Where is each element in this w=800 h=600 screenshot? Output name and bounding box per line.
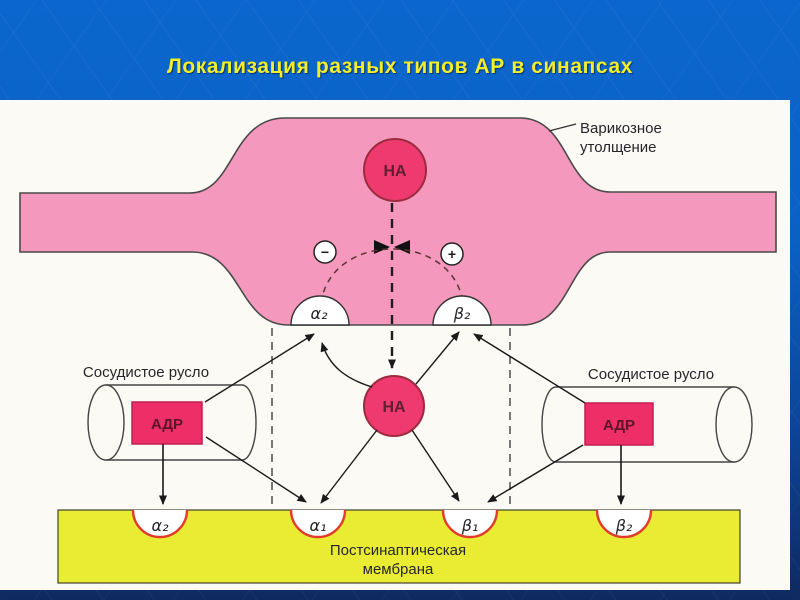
adr-left-to-alpha1-post-arrow (205, 436, 307, 503)
minus-badge-label: − (321, 244, 329, 260)
postsynaptic-membrane-label-line1: Постсинаптическая (330, 542, 466, 559)
modulation-arrowhead-left (374, 240, 390, 254)
vessel-right-label: Сосудистое русло (588, 366, 714, 383)
na-cleft-label: НА (382, 399, 406, 416)
alpha1-postsynaptic-receptor: α₁ (289, 509, 347, 539)
alpha1-postsynaptic-label: α₁ (310, 516, 327, 535)
alpha2-postsynaptic-receptor: α₂ (131, 509, 189, 539)
na-to-beta2-pre-arrow (415, 331, 460, 385)
plus-badge (440, 242, 464, 266)
postsynaptic-membrane-label-line2: мембрана (363, 561, 434, 578)
vessel-right: Сосудистое русло (541, 366, 753, 463)
diagram-panel: Варикозное утолщение НА − + α₂ β₂ (0, 100, 790, 590)
na-to-alpha2-pre-curved-arrow (320, 342, 373, 388)
beta1-postsynaptic-receptor: β₁ (441, 509, 499, 539)
varicosity-pointer-line (548, 123, 577, 132)
na-cleft-circle (363, 375, 425, 437)
adr-right-to-beta1-post-arrow (487, 444, 584, 503)
beta2-postsynaptic-receptor: β₂ (595, 509, 653, 539)
feedback-arc (320, 248, 464, 304)
adr-left-label: АДР (151, 416, 183, 433)
adr-right-to-beta2-pre-arrow (473, 333, 586, 404)
alpha2-presynaptic-receptor (290, 295, 350, 326)
adr-right-label: АДР (603, 417, 635, 434)
adr-left-box (131, 401, 203, 445)
vessel-left-label: Сосудистое русло (83, 364, 209, 381)
beta2-postsynaptic-label: β₂ (615, 516, 633, 535)
adr-right-box (584, 402, 654, 446)
na-vesicle-label: НА (383, 163, 407, 180)
presynaptic-axon-varicosity (19, 117, 777, 326)
adr-left-to-alpha2-pre-arrow (204, 333, 315, 403)
beta1-postsynaptic-label: β₁ (461, 516, 479, 535)
na-to-alpha1-post-arrow (320, 429, 378, 504)
plus-badge-label: + (448, 246, 456, 262)
slide-title: Локализация разных типов АР в синапсах (166, 55, 633, 78)
na-vesicle-circle (363, 138, 427, 202)
minus-badge (313, 240, 337, 264)
na-to-beta1-post-arrow (411, 429, 460, 502)
synapse-diagram: Варикозное утолщение НА − + α₂ β₂ (19, 117, 777, 584)
alpha2-postsynaptic-label: α₂ (152, 516, 170, 535)
beta2-presynaptic-label: β₂ (453, 304, 471, 323)
varicosity-label-line1: Варикозное (580, 120, 662, 137)
varicosity-label-line2: утолщение (580, 139, 657, 156)
vessel-left: Сосудистое русло (83, 364, 257, 461)
beta2-presynaptic-receptor (432, 295, 492, 326)
alpha2-presynaptic-label: α₂ (311, 304, 329, 323)
